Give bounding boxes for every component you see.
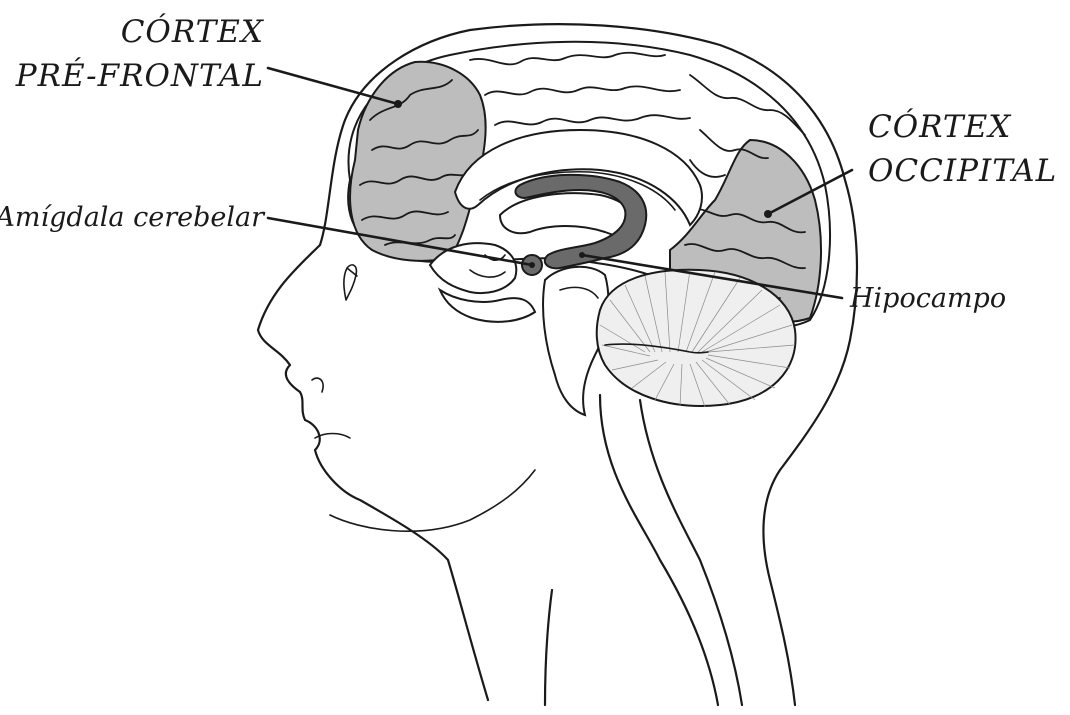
hippocampus-label: Hipocampo [849,283,1006,314]
amygdala-label: Amígdala cerebelar [0,202,266,233]
prefrontal-label-line2: PRÉ-FRONTAL [15,56,264,94]
cerebellum [597,270,796,407]
brain [348,42,830,415]
prefrontal-label-line1: CÓRTEX [121,12,265,50]
occipital-label-line2: OCCIPITAL [868,153,1057,189]
occipital-label-line1: CÓRTEX [868,107,1012,145]
